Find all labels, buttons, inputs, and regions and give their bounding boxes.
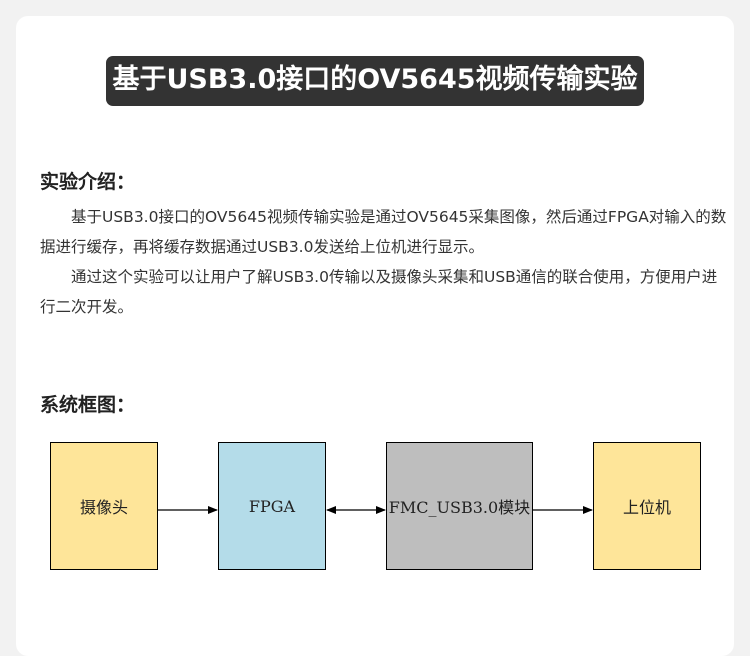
- intro-paragraph-1: 基于USB3.0接口的OV5645视频传输实验是通过OV5645采集图像，然后通…: [40, 208, 727, 256]
- fpga-block: FPGA: [218, 442, 326, 570]
- diagram-arrows: [158, 506, 593, 514]
- page-title: 基于USB3.0接口的OV5645视频传输实验: [106, 56, 644, 106]
- camera-block: 摄像头: [50, 442, 158, 570]
- diagram-heading: 系统框图：: [40, 394, 136, 416]
- title-banner: 基于USB3.0接口的OV5645视频传输实验: [0, 56, 750, 106]
- intro-heading: 实验介绍：: [40, 171, 136, 193]
- intro-paragraph-2: 通过这个实验可以让用户了解USB3.0传输以及摄像头采集和USB通信的联合使用，…: [40, 268, 718, 316]
- fmc-usb-module-block: FMC_USB3.0模块: [386, 442, 533, 570]
- host-pc-block: 上位机: [593, 442, 701, 570]
